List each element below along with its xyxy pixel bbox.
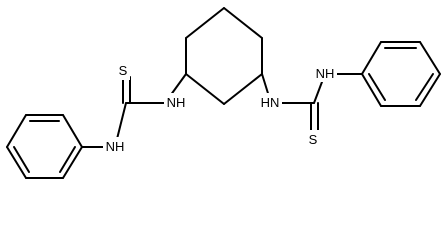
nh-label-right-upper: NH <box>316 66 335 81</box>
nh-label-left-upper: NH <box>167 95 186 110</box>
atom-labels: NH S NH HN S NH <box>103 62 337 155</box>
left-phenyl-ring <box>6 114 83 179</box>
left-thiourea-group <box>81 73 187 148</box>
molecule-drawing: NH S NH HN S NH <box>6 7 441 179</box>
structure-svg: NH S NH HN S NH <box>6 7 441 179</box>
cyclohexane-ring <box>185 7 263 105</box>
nh-label-left-lower: NH <box>106 139 125 154</box>
sulfur-label-left: S <box>119 63 128 78</box>
hn-label-right-lower: HN <box>261 95 280 110</box>
right-phenyl-ring <box>361 41 441 107</box>
sulfur-label-right: S <box>309 132 318 147</box>
